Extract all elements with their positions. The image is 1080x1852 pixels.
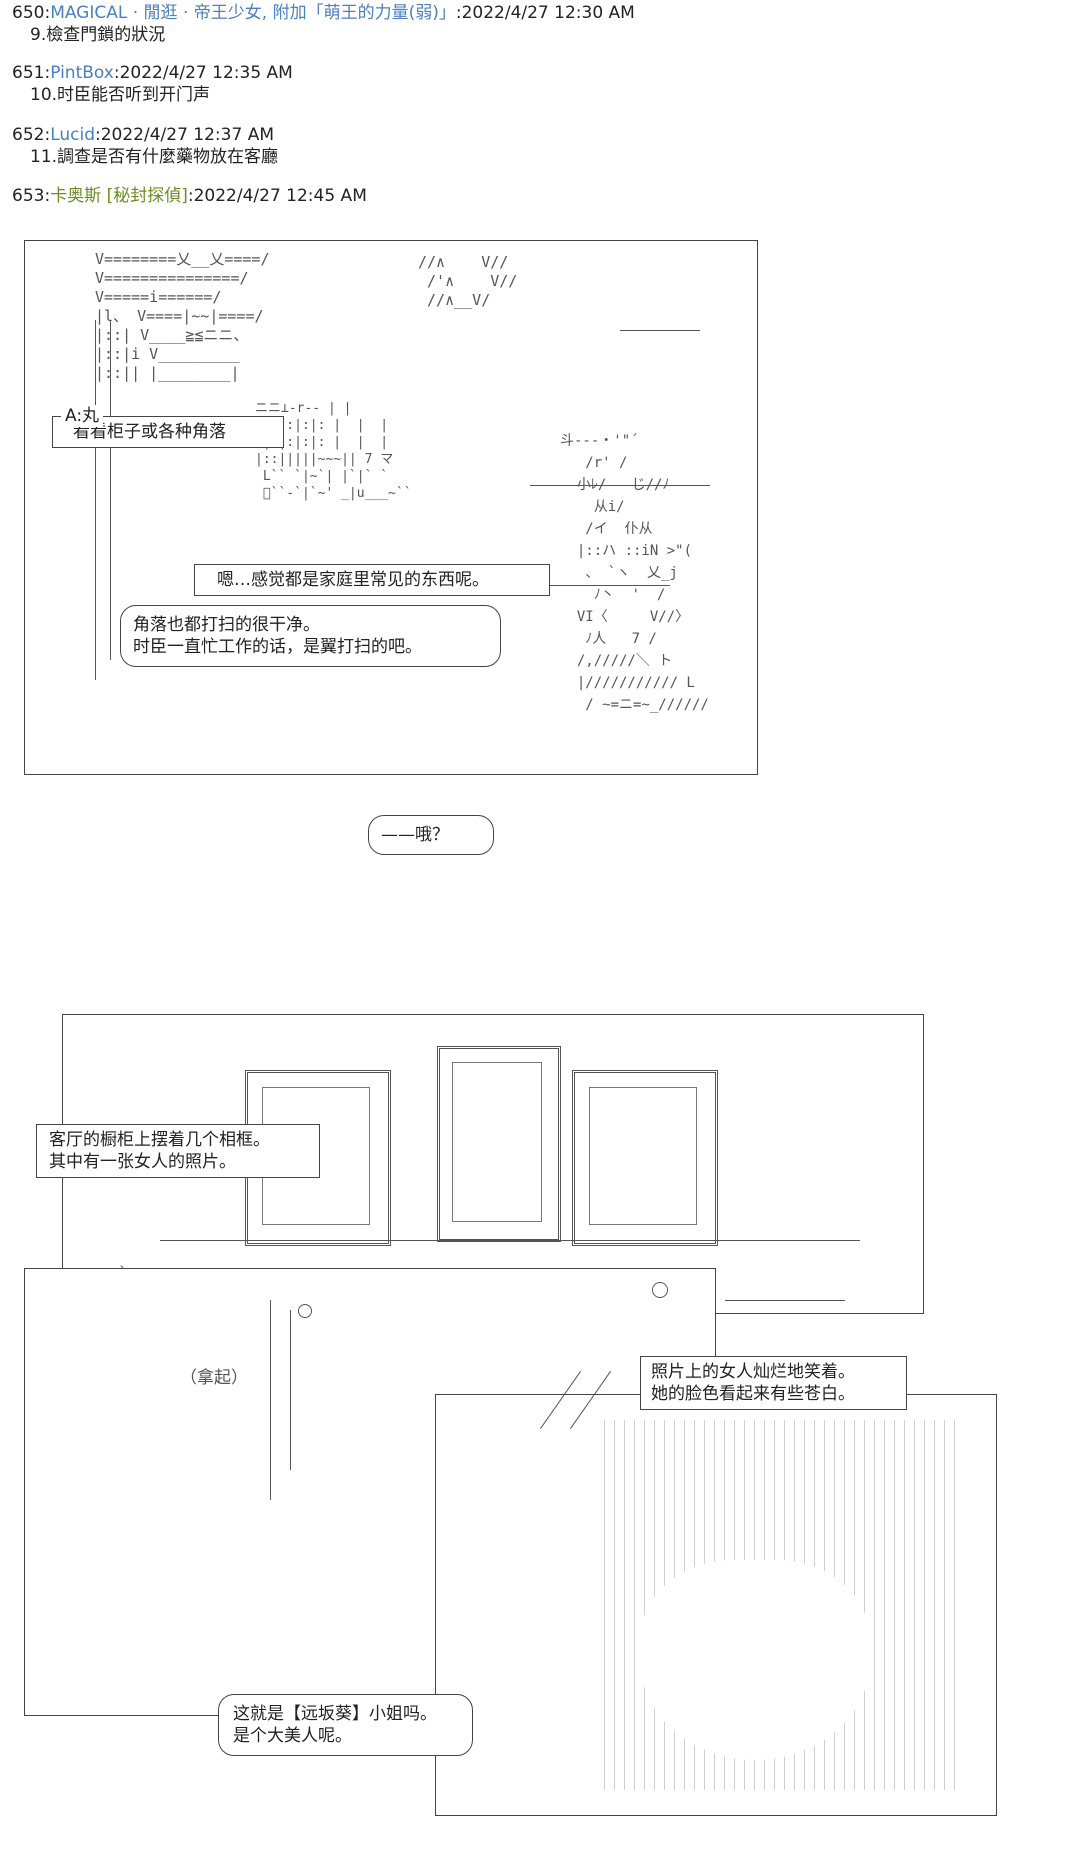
post-652: 652:Lucid:2022/4/27 12:37 AM 11.調查是否有什麼藥…	[12, 125, 279, 167]
caption-line1: 照片上的女人灿烂地笑着。	[651, 1362, 855, 1382]
post-number: 652	[12, 125, 45, 145]
bubble-text-line2: 是个大美人呢。	[233, 1726, 352, 1746]
separator: :	[44, 3, 51, 23]
bubble-corners: A:丸 看看柜子或各种角落	[52, 405, 284, 448]
post-number: 653	[12, 186, 45, 206]
post-author-link[interactable]: 卡奥斯	[50, 186, 102, 206]
arm-line	[290, 1310, 291, 1470]
circle-mark	[298, 1304, 312, 1318]
bubble-text-line1: 这就是【远坂葵】小姐吗。	[233, 1704, 437, 1724]
panel-1-ascii-wall: V========乂__乂====/ V===============/ V==…	[95, 250, 270, 382]
decor-line	[620, 330, 700, 331]
caption-line2: 其中有一张女人的照片。	[49, 1152, 236, 1172]
caption-cabinet: 客厅的橱柜上摆着几个相框。 其中有一张女人的照片。	[36, 1124, 320, 1178]
photo-frame-center-inner	[452, 1062, 542, 1222]
shelf-line	[725, 1300, 845, 1301]
caption-photo: 照片上的女人灿烂地笑着。 她的脸色看起来有些苍白。	[640, 1356, 907, 1410]
shelf-line	[160, 1240, 860, 1241]
post-date: 2022/4/27 12:35 AM	[119, 63, 293, 83]
circle-mark	[652, 1282, 668, 1298]
panel-1-frame	[24, 240, 758, 775]
bubble-beauty: 这就是【远坂葵】小姐吗。 是个大美人呢。	[218, 1694, 473, 1756]
post-number: 650	[12, 3, 45, 23]
pick-up-label: （拿起）	[180, 1368, 248, 1388]
panel-1-ascii-character: 斗---・'"´ /r' / 小ﾚ/ じ//ﾉ 从i/ /イ 仆从 |::ハ :…	[560, 433, 709, 713]
bubble-text-line1: 角落也都打扫的很干净。	[133, 615, 320, 635]
post-author-trip: [秘封探偵]	[106, 186, 188, 206]
post-body: 11.調查是否有什麼藥物放在客廳	[30, 147, 279, 167]
post-date: 2022/4/27 12:45 AM	[193, 186, 367, 206]
speaker-label: A:丸	[61, 405, 104, 427]
post-number: 651	[12, 63, 45, 83]
post-author-link[interactable]: Lucid	[50, 125, 95, 145]
photo-frame-right-inner	[589, 1087, 697, 1225]
bubble-text: 看看柜子或各种角落	[73, 422, 226, 442]
bubble-clean: 角落也都打扫的很干净。 时臣一直忙工作的话，是翼打扫的吧。	[120, 605, 501, 667]
arm-line	[270, 1300, 271, 1500]
post-date: 2022/4/27 12:37 AM	[100, 125, 274, 145]
bubble-text: 嗯…感觉都是家庭里常见的东西呢。	[217, 570, 489, 590]
panel-1-ascii-window: //∧ V// /'∧ V// //∧__V/	[418, 253, 518, 309]
decor-line	[530, 485, 710, 486]
post-653: 653:卡奥斯 [秘封探偵]:2022/4/27 12:45 AM	[12, 186, 367, 206]
caption-line1: 客厅的橱柜上摆着几个相框。	[49, 1130, 270, 1150]
bubble-feel: 嗯…感觉都是家庭里常见的东西呢。	[194, 564, 550, 596]
decor-line	[95, 320, 96, 680]
caption-line2: 她的脸色看起来有些苍白。	[651, 1384, 855, 1404]
decor-line	[110, 320, 111, 660]
photo-face	[640, 1560, 870, 1760]
post-author-link[interactable]: PintBox	[50, 63, 114, 83]
post-body: 10.时臣能否听到开门声	[30, 85, 211, 105]
post-date: 2022/4/27 12:30 AM	[461, 3, 635, 23]
photo-frame-right	[572, 1070, 718, 1246]
bubble-text: ——哦？	[381, 825, 449, 845]
post-650: 650:MAGICAL · 閒逛 · 帝王少女, 附加「萌王的力量(弱)」:20…	[12, 3, 635, 45]
post-body: 9.檢查門鎖的狀況	[30, 25, 166, 45]
post-author-link[interactable]: MAGICAL · 閒逛 · 帝王少女, 附加「萌王的力量(弱)」	[50, 3, 456, 23]
bubble-text-line2: 时臣一直忙工作的话，是翼打扫的吧。	[133, 637, 422, 657]
post-651: 651:PintBox:2022/4/27 12:35 AM 10.时臣能否听到…	[12, 63, 293, 105]
bubble-oh: ——哦？	[368, 815, 494, 855]
decor-line	[500, 585, 670, 586]
